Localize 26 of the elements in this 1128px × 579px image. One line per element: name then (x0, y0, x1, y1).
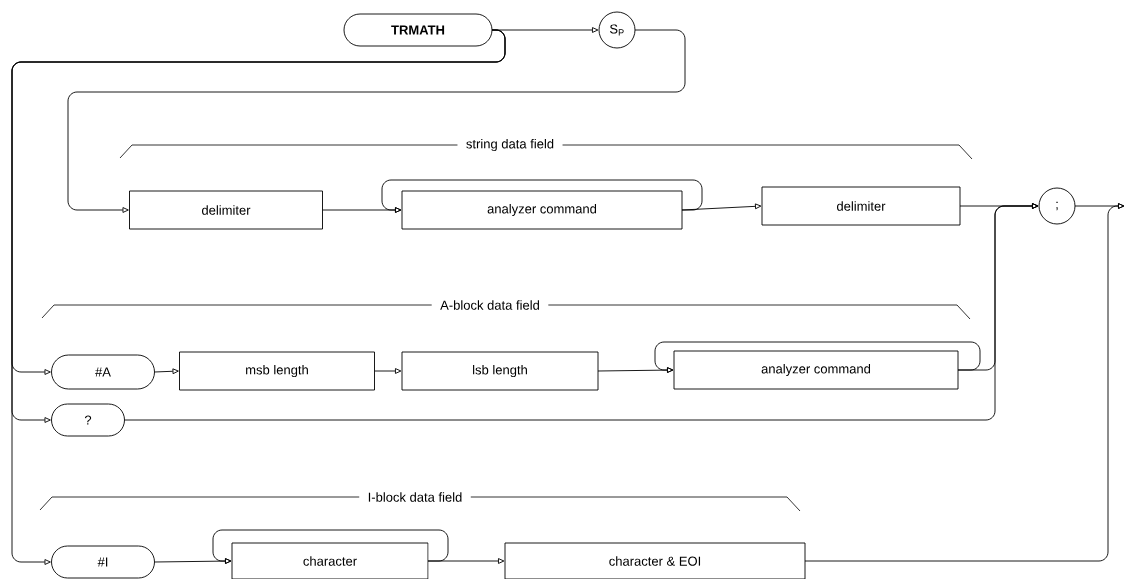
terminal-box: #A (51, 354, 155, 390)
arrow (804, 203, 1125, 562)
bracket-label: string data field (466, 138, 554, 152)
arrow (67, 29, 686, 213)
terminal-box: TRMATH (343, 13, 493, 47)
arrow (212, 529, 449, 564)
terminal-box: #I (51, 545, 155, 579)
process-box: lsb length (401, 351, 599, 391)
terminal-box: ? (51, 403, 125, 437)
arrow (654, 341, 981, 373)
arrow (374, 368, 402, 374)
process-box: msb length (179, 351, 375, 391)
arrow (427, 558, 505, 564)
arrow (154, 368, 179, 375)
process-box: delimiter (761, 186, 961, 226)
process-box: character (231, 542, 429, 579)
arrow (681, 203, 762, 211)
arrow (11, 29, 506, 565)
process-box: delimiter (129, 190, 323, 230)
process-box: analyzer command (401, 190, 683, 230)
arrow (381, 179, 703, 213)
arrow (124, 203, 1039, 421)
process-box: character & EOI (504, 542, 806, 579)
bracket-label: A-block data field (440, 300, 539, 310)
bracket-label: I-block data field (368, 492, 462, 502)
process-box: analyzer command (673, 350, 959, 390)
